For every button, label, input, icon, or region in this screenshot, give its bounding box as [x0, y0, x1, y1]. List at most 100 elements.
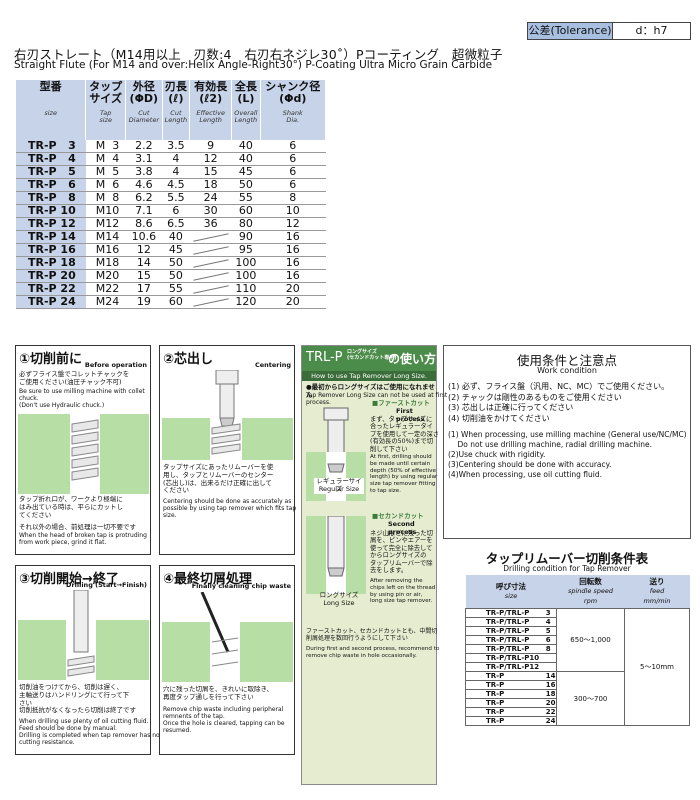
remover-h3-jp: 送り [649, 577, 665, 586]
remover-cell: TR-P/TRL-P [464, 635, 542, 645]
spec-cell: 80 [231, 217, 261, 231]
step2-t1-en: Centering should be done as accurately a… [163, 498, 297, 519]
regular-jp: レギュラーサイズ [314, 477, 364, 494]
spec-cell: 15 [125, 269, 163, 283]
step4-t1-jp: 穴に残った切屑を、きれいに取除き、 再度タップ通しを行って下さい [163, 685, 274, 701]
spec-header-1: タップ サイズ [85, 80, 127, 106]
trl-badge: ロングサイズ (セカンドカット専用) [347, 349, 397, 361]
conditions-title: 使用条件と注意点 [516, 353, 617, 368]
title-en: Straight Flute (For M14 and over:Helix A… [14, 59, 493, 71]
remover-cell: 22 [541, 707, 557, 717]
remover-h3-en: feed mm/min [643, 587, 671, 605]
spec-cell: M 3 [85, 140, 126, 153]
chip-cleaning-icon [162, 592, 293, 682]
spec-cell: TR-P 10 [16, 204, 86, 218]
remover-speed-a: 650～1,000 [556, 608, 625, 672]
conditions-panel: 使用条件と注意点 Work condition (1) 必ず、フライス盤（汎用、… [443, 345, 691, 539]
spec-cell: 24 [189, 191, 232, 205]
first-en-label: First process [396, 407, 425, 423]
spec-cell: M 8 [85, 191, 126, 205]
spec-cell: 100 [231, 269, 261, 283]
remover-cell: TR-P [464, 716, 542, 726]
tolerance-value: d：h7 [613, 22, 691, 40]
spec-cell: TR-P 12 [16, 217, 86, 231]
drilling-icon [18, 590, 149, 680]
spec-header-4: 有効長 (ℓ2) [189, 80, 233, 106]
spec-cell: 16 [260, 243, 326, 257]
spec-cell: 45 [162, 243, 190, 257]
spec-cell: 3.8 [125, 165, 163, 179]
spec-cell: 90 [231, 230, 261, 244]
step3-t1-en: When drilling use plenty of oil cutting … [19, 718, 160, 746]
spec-cell [189, 256, 232, 270]
spec-cell: 6 [260, 165, 326, 179]
spec-cell: 3.1 [125, 152, 163, 166]
second-en-label: Second process [388, 520, 417, 536]
spec-cell: 30 [189, 204, 232, 218]
spec-cell: TR-P 4 [16, 152, 86, 166]
spec-cell: TR-P 3 [16, 140, 86, 153]
long-en: Long Size [323, 599, 355, 607]
step4-sub: Finally cleaning chip waste [191, 582, 291, 590]
spec-cell: TR-P 14 [16, 230, 86, 244]
spec-cell: 16 [260, 269, 326, 283]
spec-header-en-2: Cut Diameter [125, 106, 163, 140]
trl-intro-en: Tap Remover Long Size can not be used at… [306, 392, 448, 406]
na-slash [192, 232, 229, 242]
trl-foot-en: During first and second process, recomme… [306, 646, 440, 659]
remover-sub: Drilling condition for Tap Remover [503, 564, 631, 573]
spec-cell: 4 [162, 165, 190, 179]
conditions-sub: Work condition [537, 366, 597, 375]
trl-sub: How to use Tap Remover Long Size. [302, 371, 436, 381]
spec-cell [189, 282, 232, 296]
spec-cell: 10 [260, 204, 326, 218]
remover-cell [541, 662, 557, 672]
regular-en: Regular Size [318, 485, 360, 493]
spec-cell [189, 230, 232, 244]
spec-cell: 6.2 [125, 191, 163, 205]
remover-cell: TR-P [464, 680, 542, 690]
spec-cell: 4.6 [125, 178, 163, 192]
trl-intro-jp: ●最初からロングサイズはご使用になれません [306, 383, 435, 399]
spec-header-en-3: Cut Length [162, 106, 191, 140]
remover-h2-en: spindle speed rpm [567, 587, 614, 605]
remover-cell: TR-P/TRL-P [464, 608, 542, 618]
spec-cell: 120 [231, 295, 261, 309]
spec-header-2: 外径 (ΦD) [125, 80, 163, 106]
spec-cell: 40 [231, 140, 261, 153]
step1-t2-jp: タップ折れ口が、ワークより極端に はみ出ている時は、平らにカットし てください [19, 495, 123, 519]
step3-panel: ③切削開始→終了 Drilling (Start→Finish) 切削油をつけて… [15, 565, 160, 755]
remover-title: タップリムーバー切削条件表 [485, 551, 649, 566]
na-slash [192, 245, 229, 255]
step4-title: ④最終切屑処理 [163, 572, 253, 587]
spec-cell: M22 [85, 282, 126, 296]
spec-cell: M20 [85, 269, 126, 283]
spec-cell: 8 [260, 191, 326, 205]
spec-cell: 12 [189, 152, 232, 166]
spec-cell: 17 [125, 282, 163, 296]
spec-cell: 19 [125, 295, 163, 309]
spec-cell: 40 [231, 152, 261, 166]
step1-t1-jp: 必ずフライス盤でコレットチャックを ご使用ください(油圧チャック不可) [19, 370, 130, 386]
spec-cell: 6 [162, 204, 190, 218]
step1-t1-en: Be sure to use milling machine with coll… [19, 388, 145, 409]
step3-t1-jp: 切削油をつけてから、切削は遅く、 主軸送りはハンドリングにて行って下 さい 切削… [19, 683, 136, 715]
remover-h2-jp: 回転数 [579, 577, 602, 586]
broken-tap-icon [18, 414, 149, 494]
remover-cell: TR-P/TRL-P12 [464, 662, 542, 672]
spec-cell: 15 [189, 165, 232, 179]
step1-title: ①切削前に [19, 352, 83, 367]
step3-sub: Drilling (Start→Finish) [66, 581, 147, 589]
spec-cell: 40 [162, 230, 190, 244]
na-slash [192, 284, 229, 294]
spec-cell [189, 243, 232, 257]
trl-title2: の使い方 [388, 352, 437, 366]
spec-cell: TR-P 20 [16, 269, 86, 283]
